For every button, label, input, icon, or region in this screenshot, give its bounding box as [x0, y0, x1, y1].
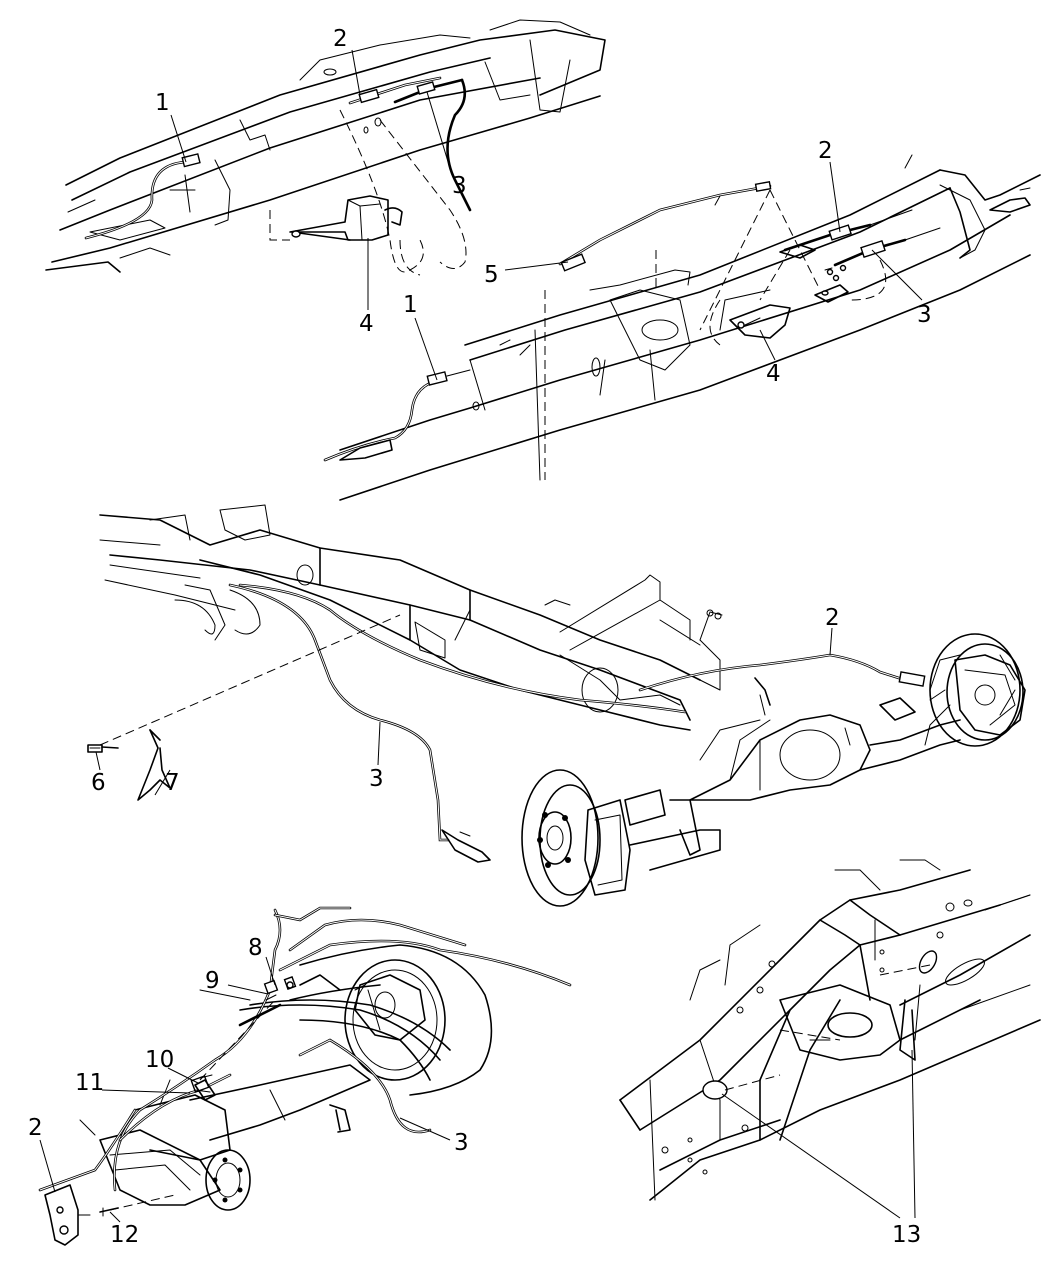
view-axle-detail-lower-left	[38, 906, 572, 1246]
frame-rail-3	[99, 504, 723, 731]
view1-dashed-guides	[269, 109, 467, 276]
callout-10: 10	[145, 1047, 174, 1073]
view2-dashed-guides	[544, 189, 887, 480]
callout-9: 9	[205, 968, 220, 994]
callout-6: 6	[91, 770, 106, 796]
callout-3: 3	[454, 1130, 469, 1156]
rear-axle	[521, 633, 1026, 907]
callout-1: 1	[155, 90, 170, 116]
cable-lines-lower-left	[38, 906, 572, 1192]
callout-8: 8	[248, 935, 263, 961]
wheel-and-spring	[199, 944, 493, 1133]
callout-1: 1	[403, 292, 418, 318]
callout-4: 4	[766, 361, 781, 387]
callout-4: 4	[359, 311, 374, 337]
front-cable-5	[558, 181, 772, 272]
callout-2: 2	[825, 605, 840, 631]
equalizer-bracket-4	[729, 264, 849, 339]
view-frame-rail-upper-left	[45, 19, 606, 276]
callout-12: 12	[110, 1222, 139, 1248]
cable-2-assembly	[238, 583, 926, 716]
callout-2: 2	[333, 26, 348, 52]
callout-labels: 1 2 3 4 2 3 5 1 4 2 3 6 7 8 9 10 11 2 3 …	[28, 26, 932, 1248]
callout-11: 11	[75, 1070, 104, 1096]
rear-cable-left-2	[323, 369, 471, 462]
axle-housing	[44, 1064, 371, 1246]
callout-7: 7	[165, 770, 180, 796]
rear-cable-left	[84, 153, 201, 240]
cable-bracket-4	[289, 195, 403, 241]
bracket-7-and-bolt-6	[87, 614, 401, 801]
callout-3: 3	[369, 766, 384, 792]
frame-rail	[45, 19, 606, 273]
cable-assemblies-2-3	[779, 209, 941, 267]
view-rear-axle-and-frame	[87, 504, 1026, 907]
callout-3: 3	[452, 173, 467, 199]
view-crossmember-lower-right	[619, 859, 1041, 1201]
callout-13: 13	[892, 1222, 921, 1248]
frame-rail-2	[339, 154, 1041, 501]
cable-3-assembly	[228, 583, 491, 863]
view-frame-rail-upper-right	[323, 154, 1041, 501]
callout-2: 2	[28, 1115, 43, 1141]
callout-5: 5	[484, 262, 499, 288]
callout-3: 3	[917, 302, 932, 328]
callout-2: 2	[818, 138, 833, 164]
callout-leaders	[39, 49, 923, 1223]
clips-8-9-10-11-12	[99, 976, 297, 1217]
